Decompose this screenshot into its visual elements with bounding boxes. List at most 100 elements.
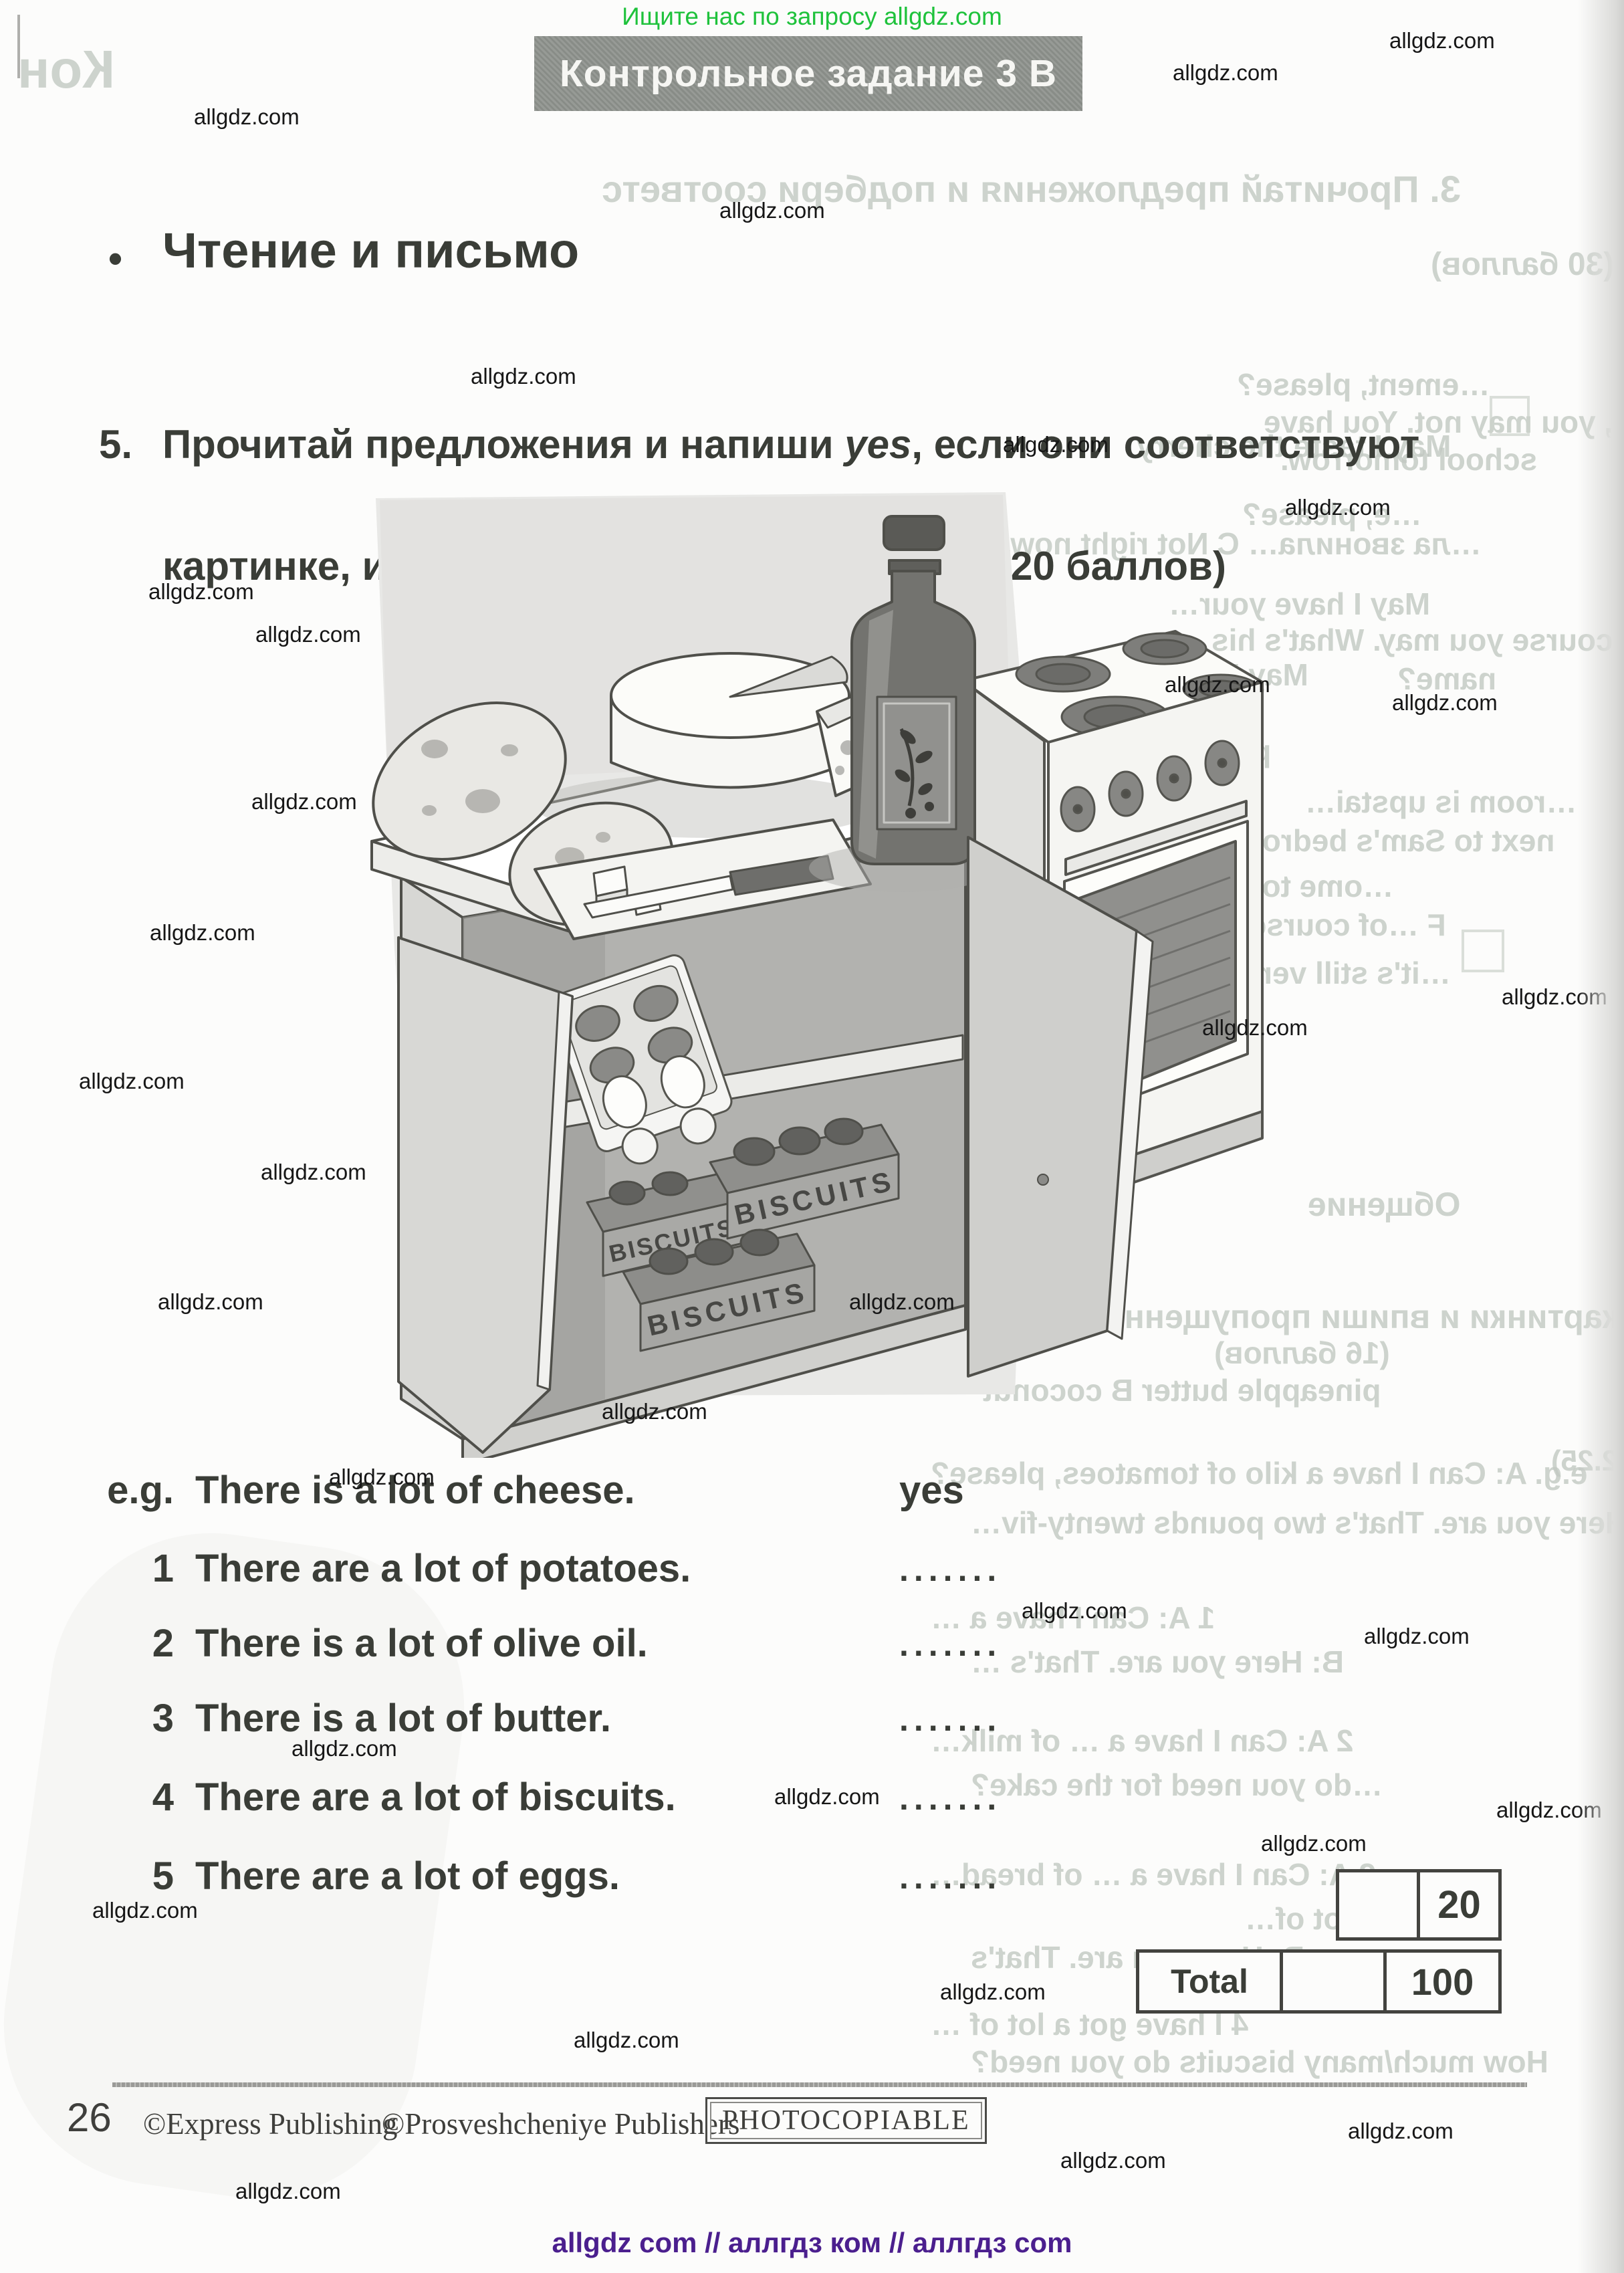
question-row: 5 There are a lot of eggs. ....... xyxy=(0,1854,1624,1914)
question-number: 1 xyxy=(152,1547,174,1590)
footer-rule xyxy=(112,2082,1527,2087)
ghost-bleed-text: …ement, please? xyxy=(1237,367,1490,402)
instruction-yes: yes xyxy=(844,422,912,467)
watermark-text: allgdz.com xyxy=(1060,2148,1166,2173)
watermark-text: allgdz.com xyxy=(1261,1831,1367,1856)
test-title-band: Контрольное задание 3 В xyxy=(534,36,1082,111)
watermark-text: allgdz.com xyxy=(148,579,254,604)
answer-blank[interactable]: ....... xyxy=(899,1779,1002,1817)
ghost-bleed-text: Общение xyxy=(1308,1186,1461,1223)
total-label: Total xyxy=(1139,1953,1283,2010)
answer-blank[interactable]: ....... xyxy=(899,1626,1002,1663)
watermark-text: allgdz.com xyxy=(251,789,357,814)
ghost-bleed-text: Кон xyxy=(17,39,116,99)
question-text: There are a lot of potatoes. xyxy=(195,1547,691,1590)
question-row: 4 There are a lot of biscuits. ....... xyxy=(0,1775,1624,1835)
ghost-checkbox xyxy=(1490,396,1530,436)
ghost-bleed-text: How much/many biscuits do you need? xyxy=(971,2044,1548,2079)
answer-blank[interactable]: ....... xyxy=(899,1858,1002,1896)
watermark-text: allgdz.com xyxy=(1392,690,1498,715)
page-curl-shading xyxy=(1577,0,1624,2273)
watermark-text: allgdz.com xyxy=(92,1898,198,1923)
site-links: allgdz com // аллгдз ком // аллгдз com xyxy=(552,2227,1072,2258)
publisher-prosveshcheniye: ©Prosveshcheniye Publishers xyxy=(382,2107,740,2141)
watermark-text: allgdz.com xyxy=(79,1069,185,1093)
question-text: There is a lot of cheese. xyxy=(195,1469,635,1512)
bottle-cap xyxy=(883,515,945,551)
watermark-text: allgdz.com xyxy=(940,1979,1046,2004)
test-title: Контрольное задание 3 В xyxy=(559,52,1058,95)
score-write-in-cell[interactable] xyxy=(1339,1872,1420,1937)
watermark-text: allgdz.com xyxy=(158,1289,263,1314)
egg xyxy=(660,1055,705,1109)
kitchen-illustration: BISCUITS BISCUITS BISCUITS xyxy=(370,492,1264,1458)
question-number: 3 xyxy=(152,1697,174,1740)
food-on-table xyxy=(372,515,996,940)
question-text: There is a lot of butter. xyxy=(195,1697,611,1740)
ghost-bleed-text: …room is upstai… xyxy=(1305,784,1577,819)
watermark-text: allgdz.com xyxy=(1364,1624,1470,1648)
score-max-value: 20 xyxy=(1437,1883,1481,1927)
biscuit-box: BISCUITS xyxy=(586,1169,753,1277)
watermark-text: allgdz.com xyxy=(150,920,255,945)
watermark-text: allgdz.com xyxy=(1285,495,1391,520)
task-score-box: 20 xyxy=(1336,1869,1502,1941)
question-text: There is a lot of olive oil. xyxy=(195,1622,648,1665)
olive-oil-bottle xyxy=(809,515,996,892)
left-door xyxy=(397,936,574,1454)
promo-banner: Ищите нас по запросу allgdz.com xyxy=(622,3,1002,30)
oven-handle xyxy=(1064,800,1248,876)
question-row: 1 There are a lot of potatoes. ....... xyxy=(0,1546,1624,1606)
question-number: 5 xyxy=(152,1854,174,1898)
photocopiable-stamp: PHOTOCOPIABLE xyxy=(705,2097,987,2144)
watermark-text: allgdz.com xyxy=(849,1289,955,1314)
task-instruction-line1: Прочитай предложения и напиши yes, если … xyxy=(162,421,1419,467)
question-number: e.g. xyxy=(107,1469,174,1512)
watermark-text: allgdz.com xyxy=(1173,60,1278,85)
total-score-box: Total 100 xyxy=(1136,1949,1502,2014)
total-max-value: 100 xyxy=(1411,1960,1474,2003)
watermark-text: allgdz.com xyxy=(1389,28,1495,53)
egg xyxy=(602,1075,647,1129)
watermark-text: allgdz.com xyxy=(292,1736,397,1761)
watermark-text: allgdz.com xyxy=(1348,2119,1454,2143)
watermark-text: allgdz.com xyxy=(1022,1598,1127,1623)
page-number: 26 xyxy=(67,2095,112,2140)
bottle-label xyxy=(876,695,957,831)
watermark-text: allgdz.com xyxy=(1003,432,1109,457)
knife-blade xyxy=(583,875,734,919)
question-number: 2 xyxy=(152,1622,174,1665)
task-number: 5. xyxy=(99,422,133,467)
watermark-text: allgdz.com xyxy=(1202,1015,1308,1040)
watermark-text: allgdz.com xyxy=(774,1784,880,1809)
total-write-in-cell[interactable] xyxy=(1283,1953,1387,2010)
watermark-text: allgdz.com xyxy=(194,104,300,129)
scan-edge-artifact xyxy=(17,15,20,78)
photocopiable-label: PHOTOCOPIABLE xyxy=(722,2105,970,2136)
question-text: There are a lot of eggs. xyxy=(195,1854,620,1898)
watermark-text: allgdz.com xyxy=(574,2028,679,2052)
watermark-text: allgdz.com xyxy=(235,2179,341,2203)
watermark-text: allgdz.com xyxy=(1165,672,1270,697)
question-row-example: e.g. There is a lot of cheese. yes xyxy=(0,1468,1624,1528)
section-bullet-icon: • xyxy=(108,236,123,281)
example-answer: yes xyxy=(899,1469,964,1512)
watermark-text: allgdz.com xyxy=(719,198,825,223)
watermark-text: allgdz.com xyxy=(255,622,361,647)
egg-tray xyxy=(548,954,733,1165)
watermark-text: allgdz.com xyxy=(329,1465,435,1489)
question-row: 2 There is a lot of olive oil. ....... xyxy=(0,1621,1624,1681)
instruction-text: Прочитай предложения и напиши xyxy=(162,422,845,467)
watermark-text: allgdz.com xyxy=(261,1160,366,1184)
answer-blank[interactable]: ....... xyxy=(899,1701,1002,1738)
question-text: There are a lot of biscuits. xyxy=(195,1775,676,1819)
answer-blank[interactable]: ....... xyxy=(899,1551,1002,1588)
ghost-checkbox xyxy=(1462,930,1504,972)
section-title: Чтение и письмо xyxy=(162,223,580,278)
burners xyxy=(1015,632,1260,738)
publisher-express: ©Express Publishing xyxy=(143,2107,398,2141)
watermark-text: allgdz.com xyxy=(471,364,576,389)
instruction-text: , если они соответствуют xyxy=(911,422,1420,467)
question-row: 3 There is a lot of butter. ....... xyxy=(0,1696,1624,1756)
